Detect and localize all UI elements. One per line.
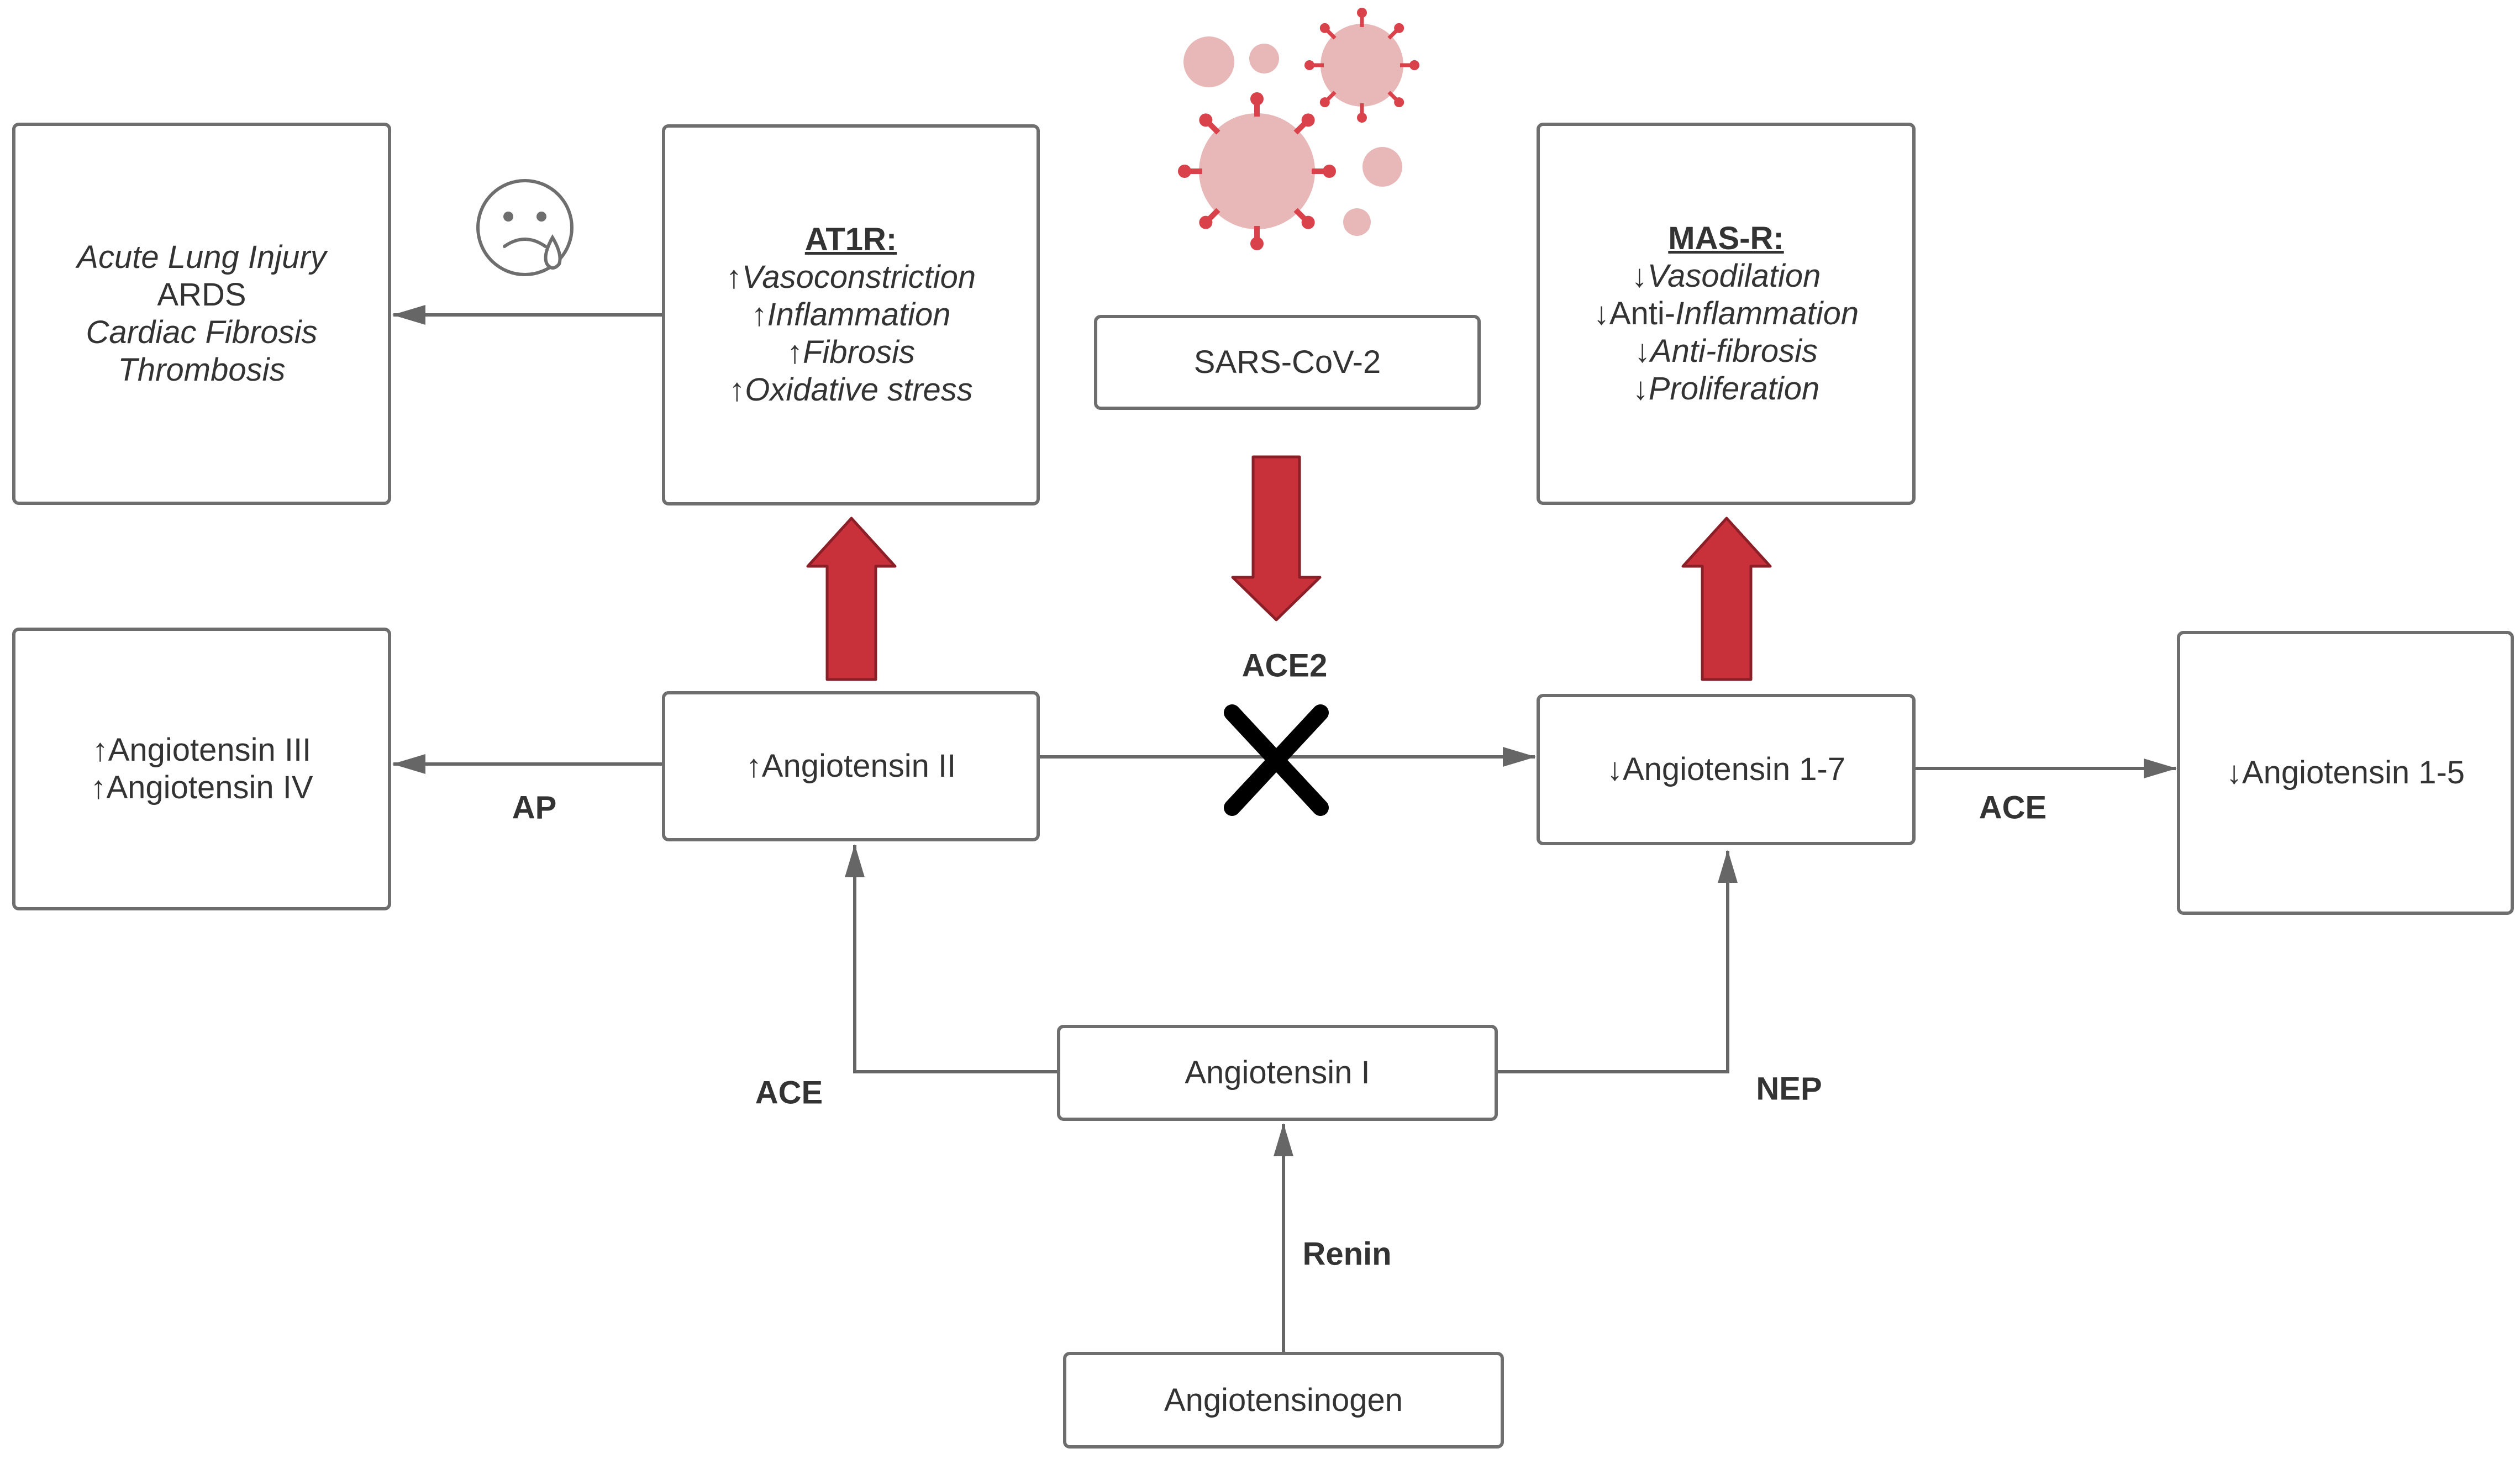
angiotensin-1-box: Angiotensin I [1057,1025,1498,1121]
angiotensin-3-4-box: ↑Angiotensin III ↑Angiotensin IV [12,628,391,910]
enzyme-label-nep: NEP [1756,1071,1822,1107]
at1r-line-vasoconstriction: ↑Vasoconstriction [725,259,976,295]
at1r-line-oxidative-stress: ↑Oxidative stress [729,372,973,408]
sars-cov-2-box: SARS-CoV-2 [1094,315,1481,410]
angiotensin-2-box: ↑Angiotensin II [662,691,1040,841]
virus-spike-tip [1357,8,1367,18]
masr-line-anti-inflammation: ↓Anti-Inflammation [1593,296,1859,331]
angiotensin-3-label: ↑Angiotensin III [92,732,312,768]
mas-r-box: MAS-R: ↓Vasodilation ↓Anti-Inflammation … [1537,123,1916,505]
angiotensin-1-label: Angiotensin I [1185,1055,1370,1091]
enzyme-label-renin: Renin [1302,1236,1392,1272]
virus-spike-tip [1319,23,1330,33]
virus-spike-tip [1323,165,1336,178]
angiotensin-1-5-box: ↓Angiotensin 1-5 [2177,631,2514,915]
enzyme-label-ace2: ACE2 [1241,647,1328,684]
virus-spike-tip [1250,92,1264,106]
red-up-arrow-masr [1681,517,1772,681]
red-down-arrow-virus [1231,455,1322,621]
sad-crying-face-icon [476,179,574,276]
masr-line-anti-fibrosis: ↓Anti-fibrosis [1634,333,1818,369]
angiotensinogen-label: Angiotensinogen [1164,1382,1403,1418]
virus-spike-tip [1409,60,1419,70]
enzyme-label-ace-left: ACE [755,1075,823,1111]
angiotensin-2-label: ↑Angiotensin II [745,748,956,784]
virus-spike-tip [1250,237,1264,250]
coronavirus-particle-icon [1178,8,1419,250]
effect-thrombosis: Thrombosis [118,352,286,388]
effect-cardiac-fibrosis: Cardiac Fibrosis [86,314,318,350]
enzyme-label-ap: AP [512,789,557,826]
virus-spike-tip [1301,113,1315,127]
effect-acute-lung-injury: Acute Lung Injury [77,239,327,275]
virus-spike-tip [1357,113,1367,123]
virus-spike-tip [1319,97,1330,108]
enzyme-label-ace-right: ACE [1979,789,2047,826]
masr-title: MAS-R: [1668,220,1784,256]
masr-line-proliferation: ↓Proliferation [1632,371,1820,407]
red-up-arrow-at1r [806,517,897,681]
virus-spike-tip [1301,215,1315,229]
at1r-line-inflammation: ↑Inflammation [751,297,951,333]
arrow-ang1-to-ang2 [845,844,1057,1073]
angiotensin-1-7-label: ↓Angiotensin 1-7 [1606,751,1846,787]
x-block-icon [1224,704,1329,816]
virus-spike-tip [1394,97,1404,108]
arrow-ang1-to-ang17 [1498,850,1738,1073]
angiotensin-1-5-label: ↓Angiotensin 1-5 [2226,755,2465,791]
at1r-box: AT1R: ↑Vasoconstriction ↑Inflammation ↑F… [662,124,1040,505]
virus-name: SARS-CoV-2 [1193,344,1381,380]
at1r-line-fibrosis: ↑Fibrosis [786,334,916,370]
angiotensin-1-7-box: ↓Angiotensin 1-7 [1537,694,1916,845]
angiotensin-4-label: ↑Angiotensin IV [90,770,313,805]
virus-spike-tip [1178,165,1191,178]
effect-ards: ARDS [157,277,246,313]
virus-spike-tip [1199,215,1213,229]
virus-spike-tip [1394,23,1404,33]
clinical-effects-box: Acute Lung Injury ARDS Cardiac Fibrosis … [12,123,391,505]
angiotensinogen-box: Angiotensinogen [1063,1352,1504,1449]
virus-spike-tip [1304,60,1314,70]
at1r-title: AT1R: [804,222,897,257]
masr-line-vasodilation: ↓Vasodilation [1631,258,1821,294]
virus-spike-tip [1199,113,1213,127]
